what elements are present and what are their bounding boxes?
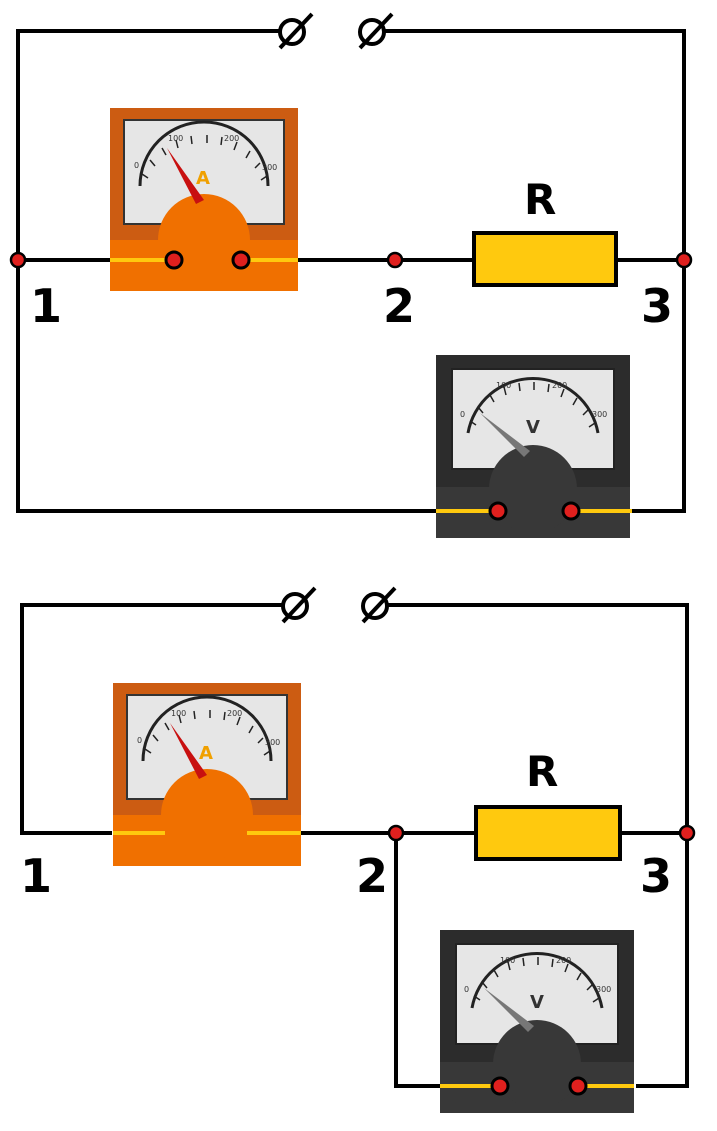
circuit-1-node-label-3: 3 [641, 279, 673, 333]
voltmeter-terminal [568, 1076, 588, 1096]
scale-number: 300 [262, 163, 277, 172]
circuit-2-ammeter-scale: 0 100 200 300 [137, 709, 280, 747]
ammeter-terminal [164, 250, 184, 270]
circuit-1-node-3 [675, 251, 693, 269]
circuit-1-wires [16, 29, 686, 513]
voltmeter-letter: V [530, 992, 544, 1013]
circuit-1-node-label-1: 1 [30, 279, 62, 333]
circuit-2-node-3 [678, 824, 696, 842]
scale-number: 0 [460, 410, 465, 419]
scale-number: 200 [224, 134, 239, 143]
circuit-2-ammeter: 0 100 200 300 A [111, 681, 303, 868]
circuit-2-source-terminal-right [361, 586, 397, 624]
scale-number: 100 [171, 709, 186, 718]
scale-number: 100 [168, 134, 183, 143]
scale-number: 300 [265, 738, 280, 747]
scale-number: 300 [592, 410, 607, 419]
ammeter-letter: A [196, 168, 210, 189]
ammeter-needle [167, 148, 204, 204]
circuit-1: 0 100 200 300 A R 0 100 200 300 V [9, 12, 693, 540]
circuit-2-source-terminal-left [281, 586, 317, 624]
circuit-1-ammeter: 0 100 200 300 A [108, 106, 300, 293]
circuit-1-node-1 [9, 251, 27, 269]
scale-number: 200 [552, 381, 567, 390]
circuit-1-ammeter-scale: 0 100 200 300 [134, 134, 277, 172]
circuit-2: 0 100 200 300 A R 0 100 200 300 V [20, 586, 696, 1115]
circuit-2-voltmeter: 0 100 200 300 V [438, 928, 636, 1115]
ammeter-terminal [231, 250, 251, 270]
scale-number: 0 [464, 985, 469, 994]
voltmeter-needle [480, 413, 530, 457]
scale-number: 100 [496, 381, 511, 390]
scale-number: 300 [596, 985, 611, 994]
circuit-2-node-label-3: 3 [640, 849, 672, 903]
voltmeter-letter: V [526, 417, 540, 438]
circuit-1-resistor [472, 231, 618, 287]
circuit-1-resistor-label: R [524, 175, 556, 224]
ammeter-letter: A [199, 743, 213, 764]
circuit-1-voltmeter-scale: 0 100 200 300 [460, 381, 607, 419]
circuit-2-resistor-label: R [526, 747, 558, 796]
circuit-2-node-label-2: 2 [356, 849, 388, 903]
circuit-2-node-2 [387, 824, 405, 842]
circuit-2-voltmeter-scale: 0 100 200 300 [464, 956, 611, 994]
circuit-1-node-label-2: 2 [383, 279, 415, 333]
scale-number: 200 [556, 956, 571, 965]
voltmeter-terminal [488, 501, 508, 521]
voltmeter-needle [484, 988, 534, 1032]
ammeter-needle [170, 723, 207, 779]
scale-number: 100 [500, 956, 515, 965]
scale-number: 0 [134, 161, 139, 170]
circuit-1-node-2 [386, 251, 404, 269]
circuit-1-source-terminal-left [278, 12, 314, 50]
circuit-2-resistor [474, 805, 622, 861]
circuit-1-source-terminal-right [358, 12, 394, 50]
circuit-2-node-label-1: 1 [20, 849, 52, 903]
circuit-1-voltmeter: 0 100 200 300 V [434, 353, 632, 540]
scale-number: 200 [227, 709, 242, 718]
scale-number: 0 [137, 736, 142, 745]
voltmeter-terminal [490, 1076, 510, 1096]
voltmeter-terminal [561, 501, 581, 521]
